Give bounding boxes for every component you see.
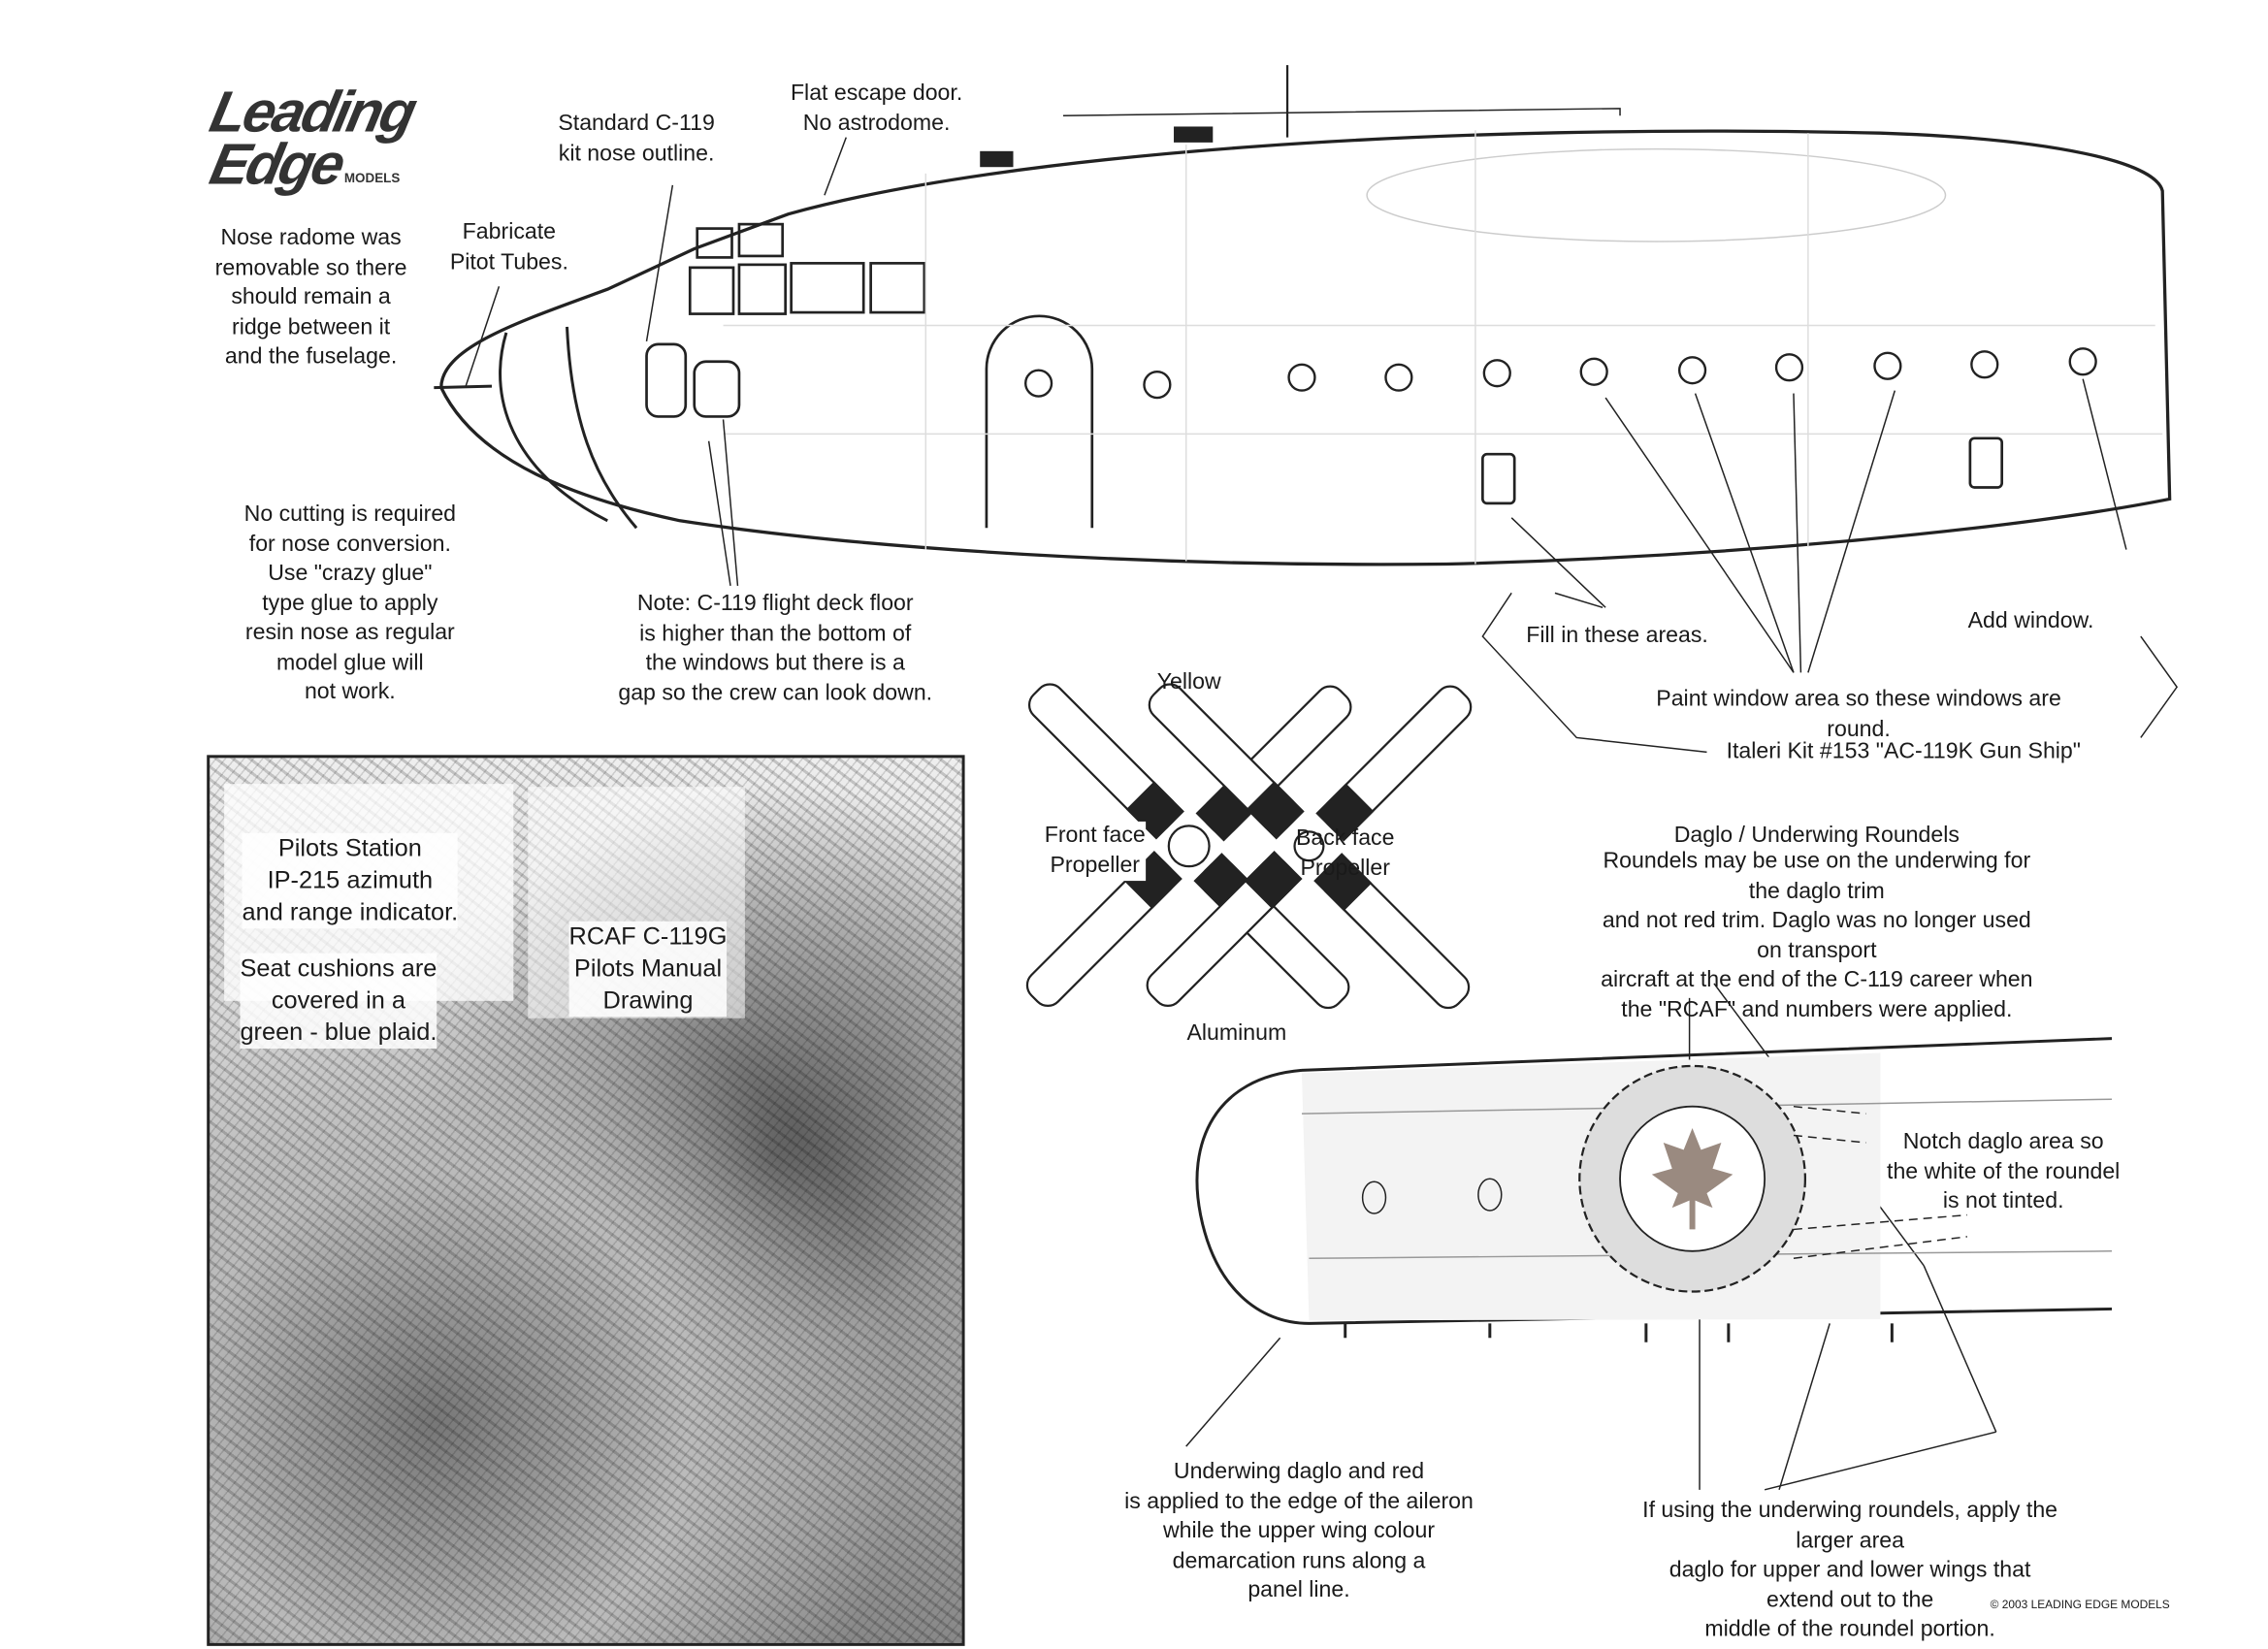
pilots-station-label: Pilots Station IP-215 azimuth and range … <box>242 832 459 929</box>
seat-cushions-label: Seat cushions are covered in a green - b… <box>240 953 437 1050</box>
escape-door-note: Flat escape door. No astrodome. <box>790 81 963 136</box>
maple-leaf-icon <box>1651 1128 1733 1230</box>
back-prop-label: Back face Propeller <box>1295 825 1395 881</box>
fuselage-drawing <box>434 65 2172 566</box>
aluminum-label: Aluminum <box>1186 1020 1287 1047</box>
add-window-note: Add window. <box>1967 608 2094 634</box>
cockpit-photo: Pilots Station IP-215 azimuth and range … <box>207 755 965 1646</box>
front-prop-label: Front face Propeller <box>1044 821 1146 882</box>
flight-deck-note: Note: C-119 flight deck floor is higher … <box>618 591 933 705</box>
manual-drawing-label: RCAF C-119G Pilots Manual Drawing <box>568 921 728 1018</box>
wing-drawing <box>1195 1037 2113 1342</box>
logo-line3: MODELS <box>343 170 401 185</box>
if-using-note: If using the underwing roundels, apply t… <box>1642 1498 2058 1642</box>
daglo-title: Daglo / Underwing Roundels <box>1673 823 1960 848</box>
pitot-note: Fabricate Pitot Tubes. <box>449 219 568 275</box>
nose-radome-note: Nose radome was removable so there shoul… <box>214 225 407 370</box>
italeri-kit-note: Italeri Kit #153 "AC-119K Gun Ship" <box>1726 738 2082 764</box>
daglo-body: Roundels may be use on the underwing for… <box>1601 849 2033 1022</box>
standard-nose-note: Standard C-119 kit nose outline. <box>558 111 715 166</box>
logo-line2: Edge <box>204 133 348 197</box>
copyright: © 2003 LEADING EDGE MODELS <box>1990 1598 2170 1612</box>
fill-areas-note: Fill in these areas. <box>1526 623 1708 649</box>
underwing-note: Underwing daglo and red is applied to th… <box>1124 1459 1474 1603</box>
propeller-drawing <box>1025 683 1473 1010</box>
leading-edge-logo: Leading Edge MODELS <box>204 81 423 205</box>
yellow-label: Yellow <box>1156 669 1221 695</box>
no-cutting-note: No cutting is required for nose conversi… <box>243 501 457 705</box>
leader-lines <box>465 137 2179 1491</box>
notch-note: Notch daglo area so the white of the rou… <box>1887 1129 2121 1214</box>
paint-window-note: Paint window area so these windows are r… <box>1656 687 2061 742</box>
